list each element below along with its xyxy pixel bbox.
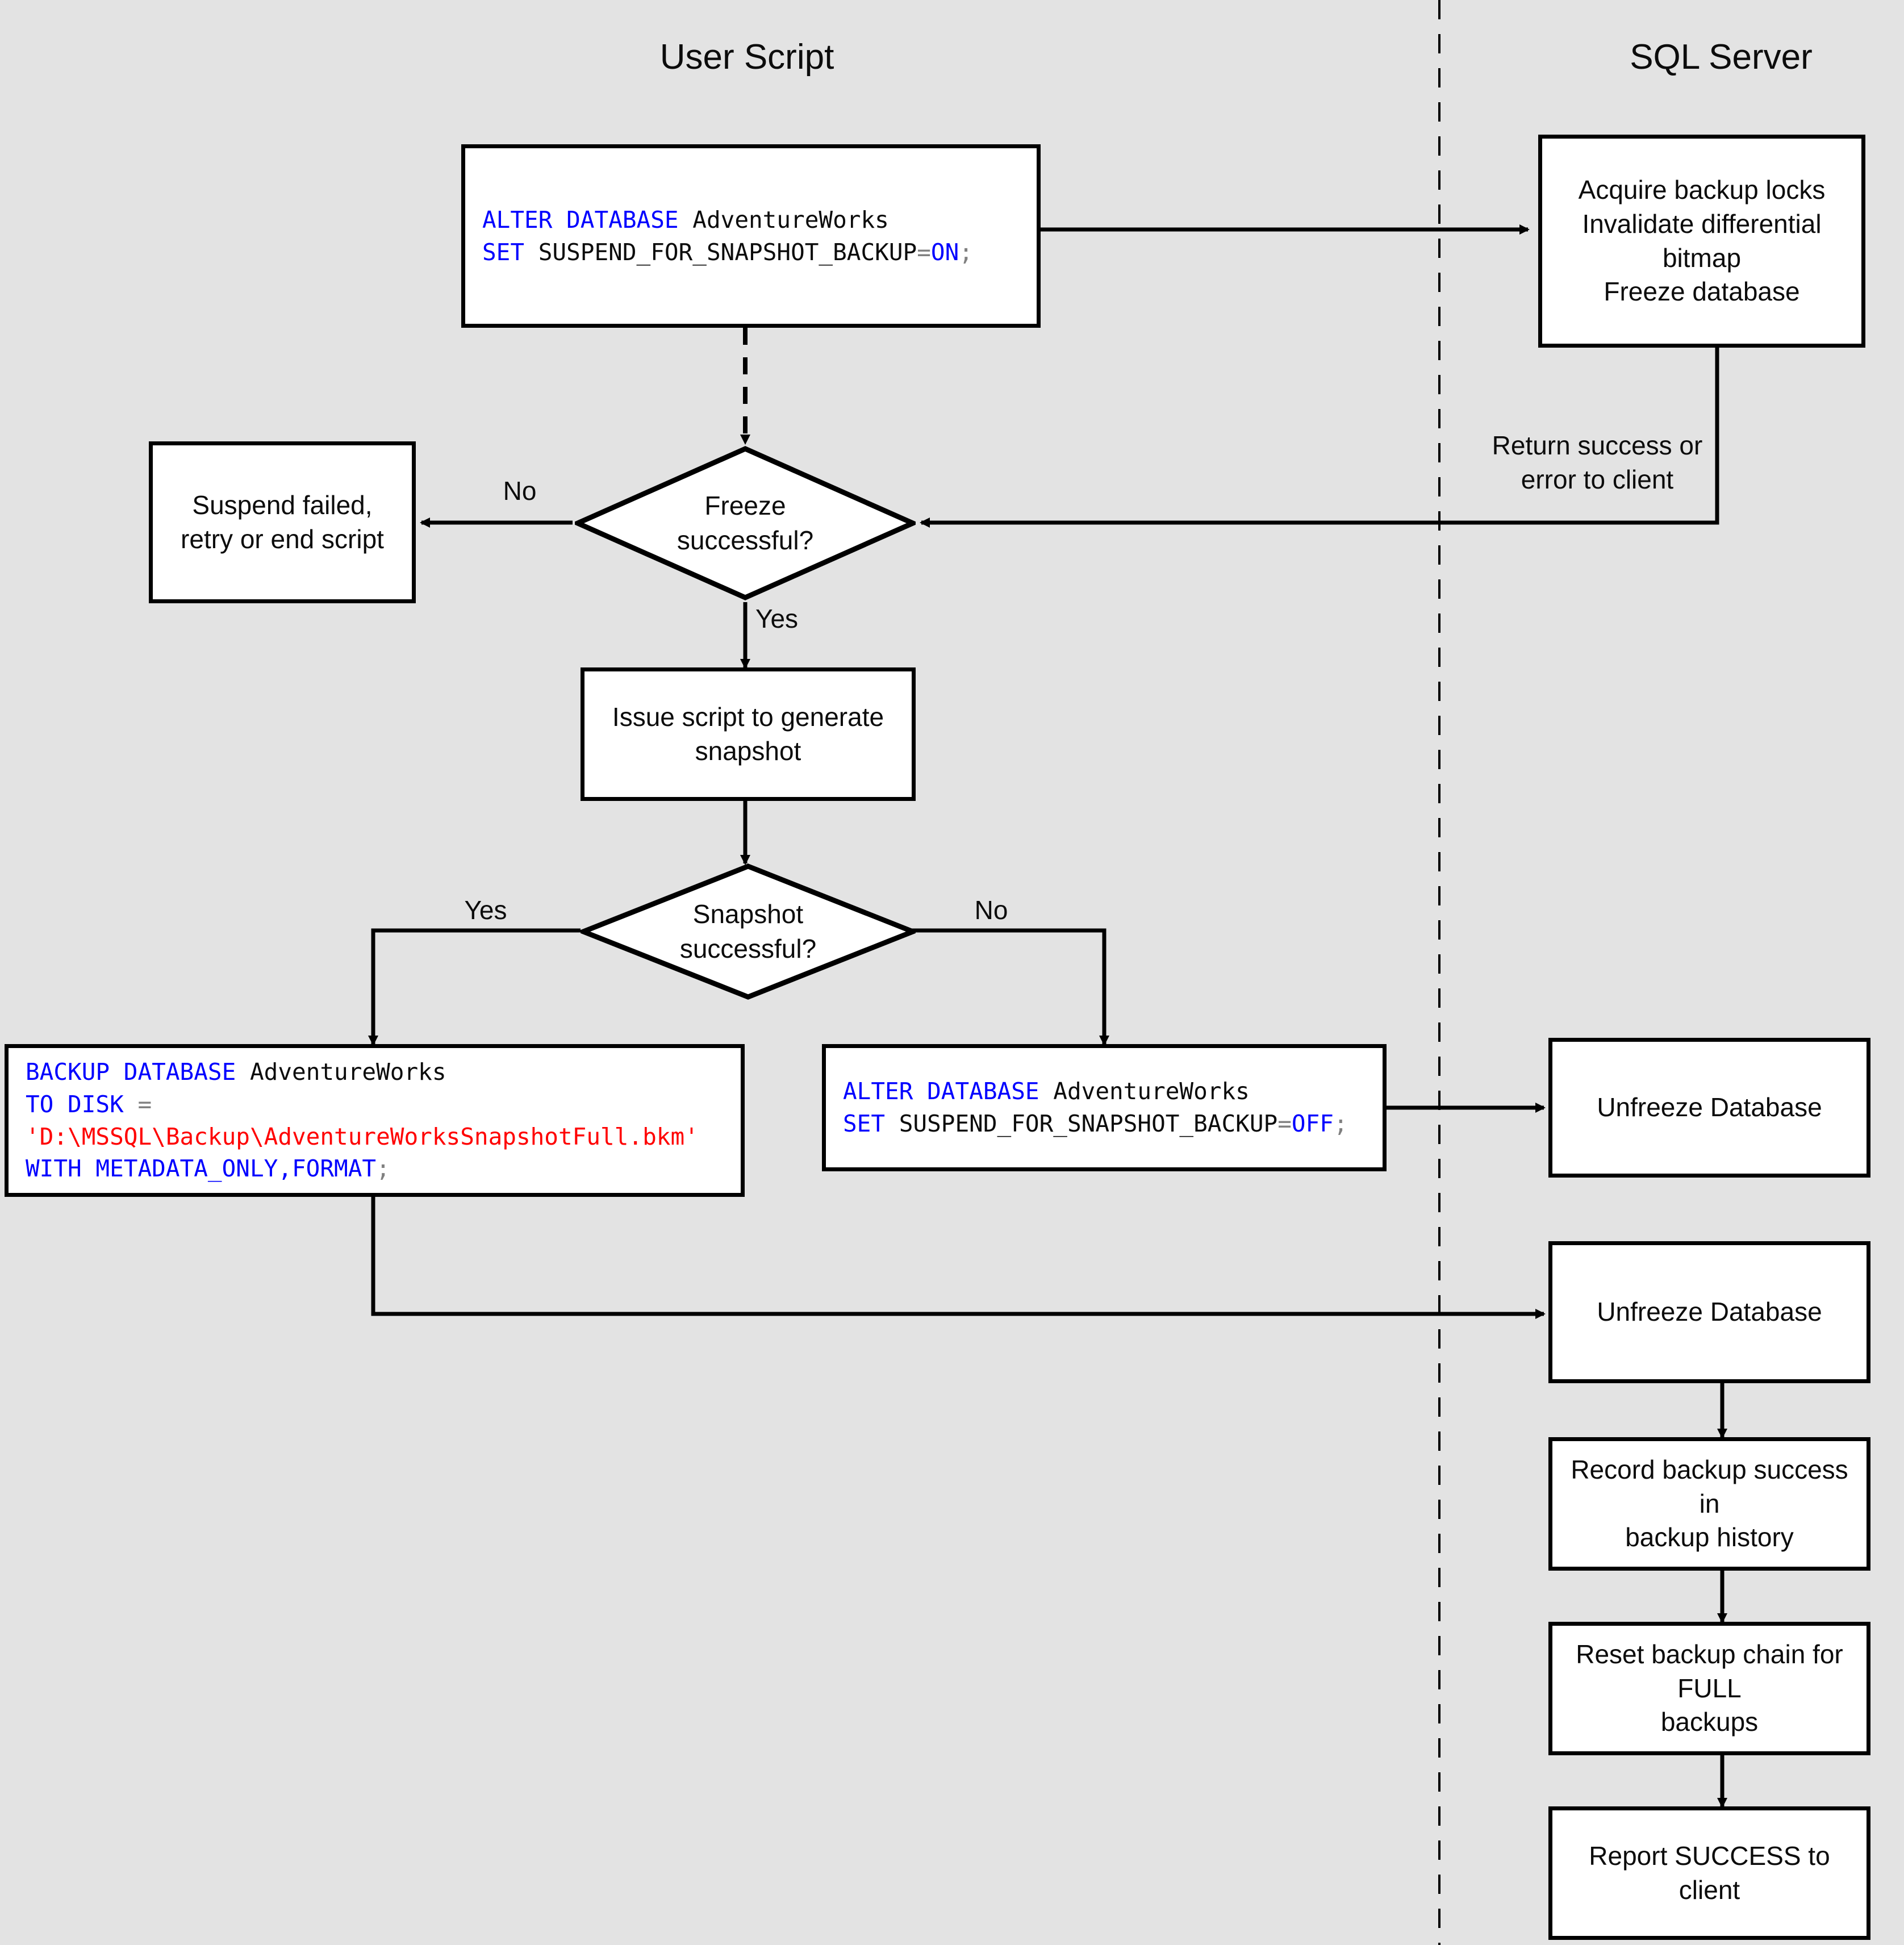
node-issue-script-label: Issue script to generate snapshot	[612, 702, 884, 766]
node-alter-database-off[interactable]: ALTER DATABASE AdventureWorks SET SUSPEN…	[822, 1044, 1387, 1171]
node-unfreeze-database-1[interactable]: Unfreeze Database	[1548, 1038, 1870, 1178]
edge-label-snapshot-yes: Yes	[464, 895, 507, 925]
node-snapshot-successful-label: Snapshot successful?	[679, 899, 817, 963]
lane-title-sql-server: SQL Server	[1630, 37, 1813, 77]
node-backup-database[interactable]: BACKUP DATABASE AdventureWorks TO DISK =…	[5, 1044, 745, 1197]
edge-backup-to-unfreeze2	[371, 1197, 1546, 1319]
node-suspend-failed[interactable]: Suspend failed, retry or end script	[149, 441, 416, 603]
node-unfreeze-database-2[interactable]: Unfreeze Database	[1548, 1241, 1870, 1383]
node-acquire-backup-locks[interactable]: Acquire backup locks Invalidate differen…	[1538, 135, 1865, 348]
edge-snapshot-yes	[368, 928, 581, 1046]
node-freeze-successful-label: Freeze successful?	[677, 491, 814, 555]
lane-title-user-script: User Script	[659, 37, 834, 77]
sql-alter-on-text: ALTER DATABASE AdventureWorks SET SUSPEN…	[482, 206, 973, 266]
node-reset-backup-chain-label: Reset backup chain for FULL backups	[1576, 1639, 1843, 1737]
node-record-backup-success[interactable]: Record backup success in backup history	[1548, 1437, 1870, 1571]
node-snapshot-successful[interactable]: Snapshot successful?	[581, 863, 916, 1000]
node-issue-script[interactable]: Issue script to generate snapshot	[581, 667, 916, 801]
node-unfreeze-database-1-label: Unfreeze Database	[1597, 1092, 1822, 1122]
node-freeze-successful[interactable]: Freeze successful?	[575, 446, 916, 600]
edge-label-freeze-yes: Yes	[755, 604, 799, 633]
node-record-backup-success-label: Record backup success in backup history	[1571, 1454, 1848, 1552]
node-acquire-backup-locks-label: Acquire backup locks Invalidate differen…	[1578, 174, 1826, 307]
node-report-success[interactable]: Report SUCCESS to client	[1548, 1806, 1870, 1940]
node-suspend-failed-label: Suspend failed, retry or end script	[181, 490, 384, 554]
node-alter-database-on[interactable]: ALTER DATABASE AdventureWorks SET SUSPEN…	[461, 144, 1041, 328]
edge-label-snapshot-no: No	[974, 895, 1008, 925]
sql-backup-text: BACKUP DATABASE AdventureWorks TO DISK =…	[26, 1058, 699, 1183]
edge-snapshot-no	[910, 928, 1109, 1046]
edge-label-freeze-no: No	[503, 476, 537, 506]
sql-alter-off-text: ALTER DATABASE AdventureWorks SET SUSPEN…	[843, 1078, 1348, 1137]
node-reset-backup-chain[interactable]: Reset backup chain for FULL backups	[1548, 1622, 1870, 1755]
node-report-success-label: Report SUCCESS to client	[1589, 1840, 1830, 1905]
edge-label-return-success: Return success or error to client	[1492, 431, 1703, 494]
node-unfreeze-database-2-label: Unfreeze Database	[1597, 1297, 1822, 1327]
